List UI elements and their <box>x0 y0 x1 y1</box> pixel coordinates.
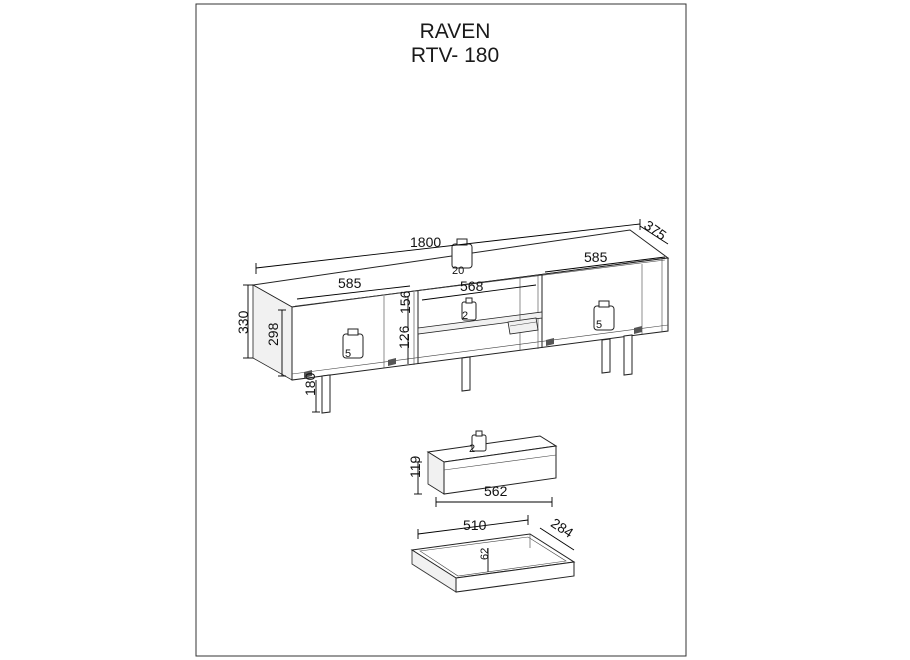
drawer-front-height-label: 119 <box>407 455 423 478</box>
drawer-front: 2 119 562 <box>407 430 558 507</box>
drawer-box: 510 284 62 <box>410 515 577 593</box>
load-top-label: 20 <box>452 265 464 277</box>
inner-height-label: 298 <box>265 322 281 346</box>
leg-front-right <box>601 338 611 374</box>
hinge-icon <box>546 338 554 346</box>
middle-shelf <box>417 311 543 335</box>
bottom-opening-label: 126 <box>396 325 412 349</box>
tv-cabinet: 20 5 2 5 1800 375 585 568 585 330 <box>235 217 670 414</box>
width-dimension-line <box>255 223 641 269</box>
drawer-box-height-label: 62 <box>479 548 491 560</box>
weight-icon <box>471 430 487 452</box>
depth-dimension-line <box>639 225 669 245</box>
leg-height-label: 180 <box>302 372 318 396</box>
product-code: RTV- 180 <box>410 44 500 67</box>
weight-icon <box>342 328 364 359</box>
drawer-front-width-label: 562 <box>484 483 508 499</box>
drawer-slide <box>507 317 539 335</box>
drawer-load-label: 2 <box>469 443 475 455</box>
page-frame <box>195 3 687 657</box>
middle-width-label: 568 <box>460 278 484 294</box>
drawer-box-depth-label: 284 <box>548 515 576 541</box>
drawer-box-width-label: 510 <box>463 517 487 533</box>
weight-icon <box>593 300 615 331</box>
right-width-label: 585 <box>584 249 608 265</box>
hinge-icon <box>634 326 642 334</box>
load-middle-label: 2 <box>462 310 468 322</box>
width-label: 1800 <box>410 234 441 250</box>
hinge-icon <box>304 370 312 378</box>
leg-back-right <box>623 334 633 376</box>
hinge-icon <box>388 358 396 366</box>
weight-icon <box>461 297 477 321</box>
leg-front-middle <box>461 356 471 392</box>
leg-front-left <box>321 374 331 414</box>
product-name: RAVEN <box>419 20 491 43</box>
height-label: 330 <box>235 310 251 334</box>
depth-label: 375 <box>641 217 669 244</box>
load-left-label: 5 <box>345 348 351 360</box>
load-right-label: 5 <box>596 319 602 331</box>
left-width-label: 585 <box>338 275 362 291</box>
top-opening-label: 156 <box>397 290 413 314</box>
